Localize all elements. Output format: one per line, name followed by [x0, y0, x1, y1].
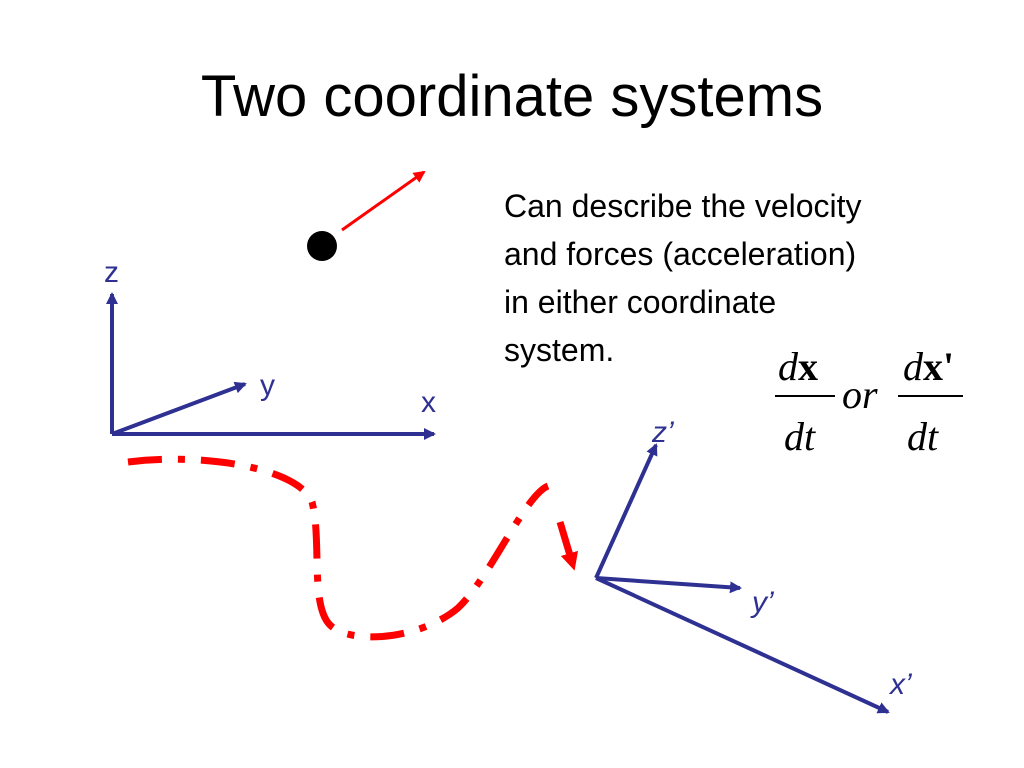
y-axis	[111, 381, 247, 436]
transformation-path	[127, 455, 550, 641]
description-line: system.	[504, 332, 615, 368]
path-arrowhead	[556, 520, 579, 571]
description-line: in either coordinate	[504, 284, 777, 320]
z-prime-axis-label: z’	[651, 416, 675, 449]
left-denominator: dt	[784, 414, 816, 459]
right-numerator: dx'	[903, 344, 954, 389]
x-prime-axis-label: x’	[888, 668, 913, 701]
description-text: Can describe the velocity and forces (ac…	[504, 182, 974, 374]
primed-frame: z’ y’ x’	[594, 416, 913, 714]
slide-title: Two coordinate systems	[200, 64, 824, 129]
particle-dot	[307, 231, 337, 261]
description-line: Can describe the velocity	[504, 188, 862, 224]
velocity-arrow	[341, 170, 426, 232]
z-prime-axis	[594, 443, 658, 579]
x-axis-label: x	[421, 386, 436, 419]
left-numerator: dx	[778, 344, 818, 389]
y-prime-axis	[595, 576, 742, 594]
x-prime-axis	[595, 576, 890, 714]
z-axis-label: z	[104, 256, 119, 289]
original-frame: z y x	[104, 256, 436, 440]
description-line: and forces (acceleration)	[504, 236, 857, 272]
y-prime-axis-label: y’	[750, 586, 775, 619]
derivative-equation: dx dt or dx' dt	[775, 344, 963, 459]
right-denominator: dt	[907, 414, 939, 459]
y-axis-label: y	[260, 369, 275, 402]
equation-connector: or	[842, 372, 878, 417]
